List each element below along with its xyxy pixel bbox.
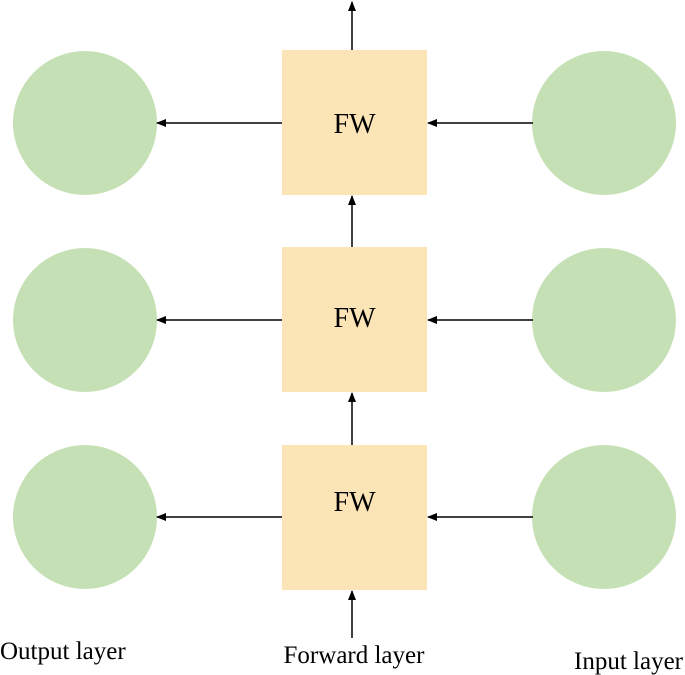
forward-box-1-label: FW	[334, 109, 377, 140]
forward-box-2	[282, 247, 427, 392]
input-layer-label: Input layer	[574, 648, 684, 675]
input-node-1	[532, 51, 676, 195]
input-node-3	[532, 445, 676, 589]
input-node-2	[532, 248, 676, 392]
forward-box-2-label: FW	[334, 303, 377, 334]
forward-box-3	[282, 445, 427, 590]
forward-box-1	[282, 50, 427, 195]
output-node-3	[13, 445, 157, 589]
forward-box-3-label: FW	[334, 487, 377, 518]
output-layer-label: Output layer	[0, 638, 126, 665]
forward-layer-label: Forward layer	[284, 642, 426, 669]
output-node-2	[13, 248, 157, 392]
output-node-1	[13, 51, 157, 195]
